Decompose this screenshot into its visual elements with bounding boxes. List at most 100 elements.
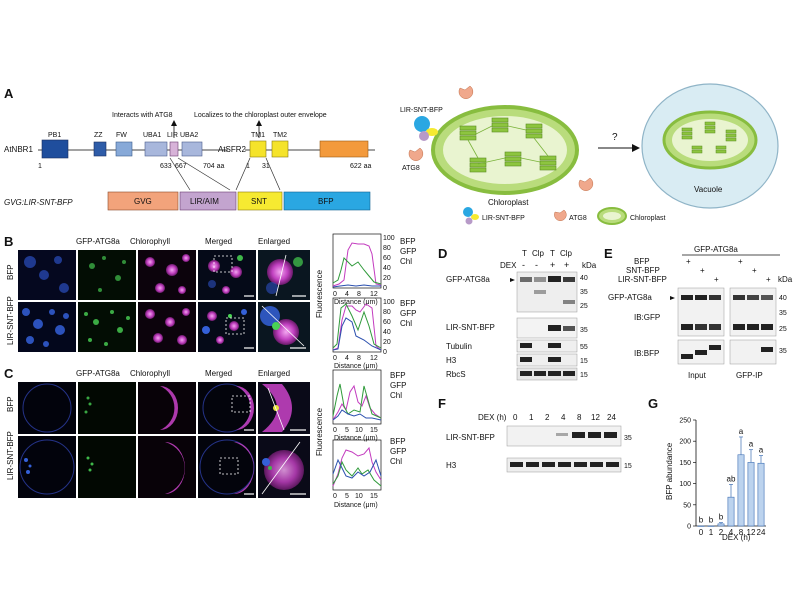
g-bar xyxy=(747,462,755,527)
panel-f: F DEX (h) 0 1 2 4 8 12 24 LIR-SNT-BFP 35… xyxy=(438,396,632,473)
sfr2-protein-name: AtSFR2 xyxy=(218,145,247,154)
g-bar xyxy=(757,462,765,527)
panel-e-label: E xyxy=(604,246,613,261)
marker: 25 xyxy=(580,303,588,310)
e-sign: + xyxy=(766,275,771,284)
profile-xtick: 0 xyxy=(333,355,337,362)
profile-plot: 0 5 10 15 Distance (μm) BFP GFP Chl xyxy=(332,437,406,509)
time-label: 1 xyxy=(529,413,534,422)
g-ylabel: BFP abundance xyxy=(665,442,674,500)
g-ytick-label: 0 xyxy=(687,524,691,531)
zz-domain xyxy=(93,141,107,157)
e-sign: + xyxy=(700,266,705,275)
profile-xtick: 8 xyxy=(357,355,361,362)
dex-sign: + xyxy=(564,260,569,270)
kda-label: kDa xyxy=(582,261,597,270)
g-xtick-label: 4 xyxy=(729,528,734,537)
profile-plots: Fluorescence 0 4 8 12 Distance (μm) 100 … xyxy=(315,233,416,509)
nbr1-domain-label: ZZ xyxy=(94,132,103,139)
profile-ytick: 80 xyxy=(383,245,391,252)
e-row-label: LIR-SNT-BFP xyxy=(618,275,667,284)
micrograph-bfp xyxy=(18,382,76,434)
marker: 35 xyxy=(779,310,787,317)
profile-xlabel: Distance (μm) xyxy=(334,299,378,306)
profile-xtick: 12 xyxy=(370,355,378,362)
panel-b-row-label: BFP xyxy=(6,264,15,280)
profile-plot: Fluorescence 0 5 10 15 Distance (μm) BFP… xyxy=(315,369,406,456)
g-xtick-label: 1 xyxy=(709,528,714,537)
panel-b-column-header: Merged xyxy=(205,237,232,246)
g-xtick-label: 2 xyxy=(719,528,724,537)
panel-b-row-label: LIR-SNT-BFP xyxy=(6,296,15,345)
panel-c-label: C xyxy=(4,366,14,381)
marker: 15 xyxy=(624,463,632,470)
time-label: 12 xyxy=(591,413,600,422)
e-sign-grid: + + + + + + xyxy=(686,257,771,284)
tm1-domain xyxy=(249,140,267,158)
profile-xlabel: Distance (μm) xyxy=(334,435,378,442)
profile-legend-chl: Chl xyxy=(390,457,402,466)
sfr2-catalytic-domain xyxy=(319,140,369,158)
sfr2-domain-label: TM1 xyxy=(251,132,265,139)
e-sign: + xyxy=(752,266,757,275)
time-label: 4 xyxy=(561,413,566,422)
nbr1-domain-label: PB1 xyxy=(48,132,61,139)
profile-xtick: 0 xyxy=(333,493,337,500)
legend-chloroplast: Chloroplast xyxy=(630,215,665,222)
marker: 15 xyxy=(580,358,588,365)
construct-segment-label: GVG xyxy=(134,197,152,206)
fw-domain xyxy=(115,141,133,157)
e-row-label: BFP xyxy=(634,257,650,266)
nbr1-domain-label: FW xyxy=(116,132,127,139)
time-label: 24 xyxy=(607,413,616,422)
panel-a: A AtNBR1 PB1 ZZ FW UBA1 LIR UBA2 1 633 6… xyxy=(4,83,779,225)
profile-legend-gfp: GFP xyxy=(390,381,406,390)
lir-aim-segment xyxy=(179,191,237,211)
blot-label: RbcS xyxy=(446,370,466,379)
g-xtick-label: 0 xyxy=(699,528,704,537)
atg8-icon xyxy=(408,85,594,191)
blot-label: LIR-SNT-BFP xyxy=(446,323,495,332)
sfr2-pos-31: 31 xyxy=(262,163,270,170)
g-xtick-label: 24 xyxy=(757,528,766,537)
nbr1-pos-633: 633 xyxy=(160,163,172,170)
profile-xtick: 12 xyxy=(370,291,378,298)
legend-lir-snt-bfp: LIR-SNT-BFP xyxy=(482,215,525,222)
panel-c-column-header: Merged xyxy=(205,369,232,378)
time-label: 2 xyxy=(545,413,550,422)
profile-ytick: 0 xyxy=(383,349,387,356)
panel-b-label: B xyxy=(4,234,13,249)
tm2-domain xyxy=(271,140,289,158)
profile-xtick: 5 xyxy=(345,493,349,500)
lane-label: Clp xyxy=(560,249,573,258)
micrograph-merged xyxy=(198,382,256,434)
panel-d-label: D xyxy=(438,246,447,261)
panel-b-column-header: Enlarged xyxy=(258,237,290,246)
nbr1-domain-label: UBA1 xyxy=(143,132,161,139)
lane-label: T xyxy=(550,249,555,258)
vacuole-label: Vacuole xyxy=(694,185,723,194)
dex-time-label: DEX (h) xyxy=(478,413,507,422)
dex-sign: - xyxy=(522,260,525,270)
nbr1-domain-label: UBA2 xyxy=(180,132,198,139)
profile-legend-chl: Chl xyxy=(390,391,402,400)
chloroplast-cartoon: Chloroplast LIR-SNT-BFP ATG8 ? xyxy=(400,83,779,225)
micrograph-bfp-signal xyxy=(22,308,69,347)
sfr2-diagram: AtSFR2 TM1 TM2 1 31 622 aa Localizes to … xyxy=(194,112,375,170)
sfr2-domain-label: TM2 xyxy=(273,132,287,139)
panel-f-label: F xyxy=(438,396,446,411)
uba2-domain xyxy=(181,141,203,157)
micrograph-chl-signal xyxy=(145,308,190,345)
e-sign: + xyxy=(686,257,691,266)
construct-segment-label: LIR/AIM xyxy=(190,197,219,206)
marker: 35 xyxy=(580,327,588,334)
bfp-segment xyxy=(283,191,371,211)
marker: 35 xyxy=(624,435,632,442)
micrograph-bfp xyxy=(18,436,76,498)
marker: 35 xyxy=(779,348,787,355)
micrograph-enlarged-signal xyxy=(260,305,305,347)
marker: 55 xyxy=(580,344,588,351)
panel-c-column-header: Chlorophyll xyxy=(130,369,170,378)
